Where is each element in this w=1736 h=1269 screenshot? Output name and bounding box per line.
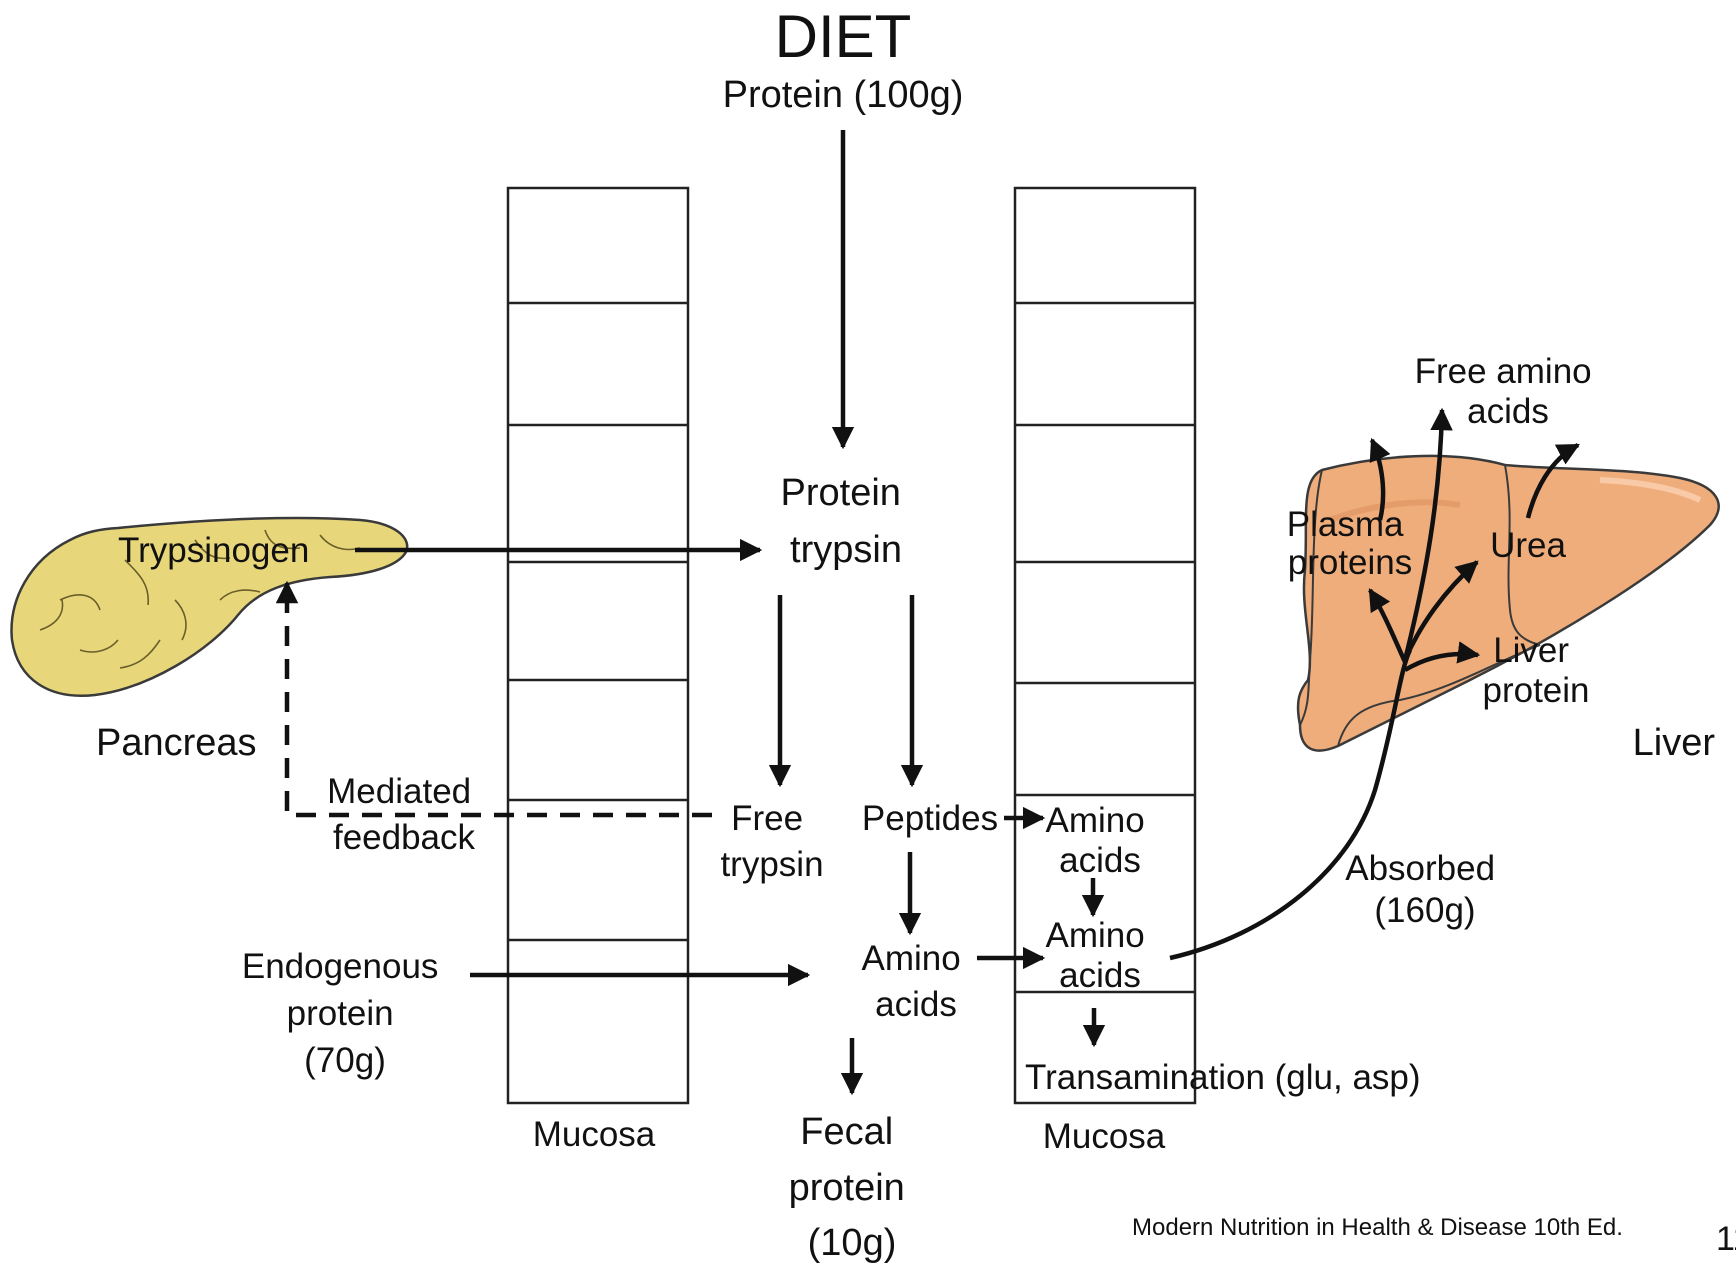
fecal-protein-label: Fecal protein (10g) [789, 1111, 916, 1264]
amino-acids-lumen-label: Amino acids [862, 939, 971, 1024]
absorbed-label: Absorbed (160g) [1345, 849, 1505, 930]
pancreas-label: Pancreas [96, 722, 257, 764]
peptides-label: Peptides [862, 799, 998, 838]
diet-protein-label: Protein (100g) [723, 74, 964, 116]
liver-protein-label: Liver protein [1482, 631, 1589, 710]
free-trypsin-label: Free trypsin [720, 799, 823, 884]
page-number: 11 [1716, 1220, 1736, 1258]
liver-label: Liver [1633, 722, 1716, 764]
diagram-title: DIET [775, 3, 912, 70]
amino-acids-mucosa-label-2: Amino acids [1046, 916, 1155, 995]
mucosa-right-label: Mucosa [1043, 1117, 1166, 1156]
urea-label: Urea [1490, 526, 1566, 565]
endogenous-protein-label: Endogenous protein (70g) [242, 947, 448, 1080]
protein-trypsin-label: Protein trypsin [781, 472, 912, 571]
trypsinogen-label: Trypsinogen [118, 531, 309, 570]
mucosa-column-left [508, 188, 688, 1103]
source-credit: Modern Nutrition in Health & Disease 10t… [1132, 1214, 1623, 1241]
mucosa-left-label: Mucosa [533, 1115, 656, 1154]
plasma-proteins-label: Plasma proteins [1287, 505, 1413, 582]
amino-acids-mucosa-label-1: Amino acids [1046, 801, 1155, 880]
transamination-label: Transamination (glu, asp) [1025, 1058, 1421, 1097]
